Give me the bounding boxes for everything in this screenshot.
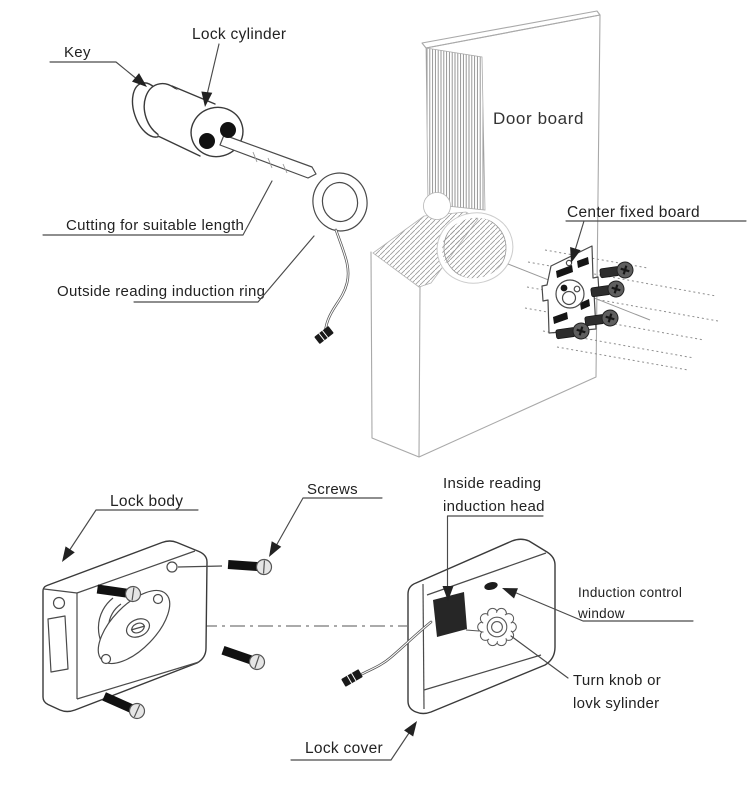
fixing-screws <box>555 261 634 340</box>
induction-head <box>433 592 467 637</box>
turn-knob-label-line1: Turn knob or <box>573 672 661 689</box>
induction-ring <box>312 172 368 344</box>
ring-inner <box>321 181 359 223</box>
screw <box>599 261 634 279</box>
lock-cylinder-arrowhead <box>201 91 213 107</box>
key-label: Key <box>64 44 91 61</box>
lock-cover-leader <box>290 729 412 761</box>
center-fixed-board-group <box>507 245 719 371</box>
inside-head-label-line2: induction head <box>443 498 545 515</box>
inside-head-leader <box>446 515 544 593</box>
outside-ring-leader <box>133 235 315 303</box>
plate-center-hole <box>561 290 577 306</box>
plate-pin-dot <box>560 284 568 292</box>
screw <box>227 558 273 576</box>
door-hole-hatch-disc <box>443 216 507 280</box>
plate-hole-top <box>152 593 164 605</box>
screws-label: Screws <box>307 481 358 498</box>
knob-center <box>491 621 503 633</box>
center-fixed-board-label: Center fixed board <box>567 204 700 221</box>
door-outline <box>370 10 601 458</box>
outside-ring-label: Outside reading induction ring <box>57 283 265 300</box>
body-screw-hole <box>166 561 178 573</box>
induction-window-leader <box>513 591 694 622</box>
ring-wire-highlight <box>324 229 349 332</box>
key-assembly <box>131 82 317 179</box>
plate-slots <box>553 257 590 324</box>
lock-cover <box>341 538 556 715</box>
screw <box>221 646 266 671</box>
door-board-label: Door board <box>493 109 584 128</box>
key-arrowhead <box>131 73 147 87</box>
induction-window-label-line2: window <box>577 606 625 621</box>
lock-body-label: Lock body <box>110 493 183 510</box>
plate-hole-bottom <box>100 653 112 665</box>
cylinder-pin-upper <box>220 122 236 138</box>
head-knob-link-line <box>465 629 480 632</box>
annotations: Key Lock cylinder Cutting for suitable l… <box>42 26 747 761</box>
door-edge-hatch <box>425 47 486 211</box>
screw <box>584 309 619 327</box>
cover-wire-highlight <box>361 621 432 675</box>
ring-wire <box>323 228 350 333</box>
door-hole-white-ring <box>437 212 513 284</box>
induction-window-arrowhead <box>502 588 518 599</box>
cylinder-body-bottom-edge <box>157 135 201 157</box>
key-leader <box>49 61 139 81</box>
lock-body-leader <box>68 509 199 552</box>
lock-cover-arrowhead <box>404 721 417 737</box>
lock-body <box>42 540 407 720</box>
door-hole-outline <box>436 212 514 284</box>
cutting-length-label: Cutting for suitable length <box>66 217 244 234</box>
inside-head-label-line1: Inside reading <box>443 475 541 492</box>
ring-wire-connector <box>314 326 334 344</box>
induction-control-window-shape <box>484 581 498 591</box>
lock-cover-label: Lock cover <box>305 740 383 757</box>
plate-top-hole <box>565 259 573 267</box>
key-blade-cut-marks <box>252 151 288 174</box>
screw-guide-line <box>177 565 223 568</box>
screw <box>590 280 625 298</box>
knob-ring <box>486 616 508 638</box>
latch-window <box>47 615 69 673</box>
latch-pin-hole <box>52 596 66 610</box>
screw <box>555 322 590 340</box>
lock-cylinder-leader <box>205 43 220 100</box>
door-notch-bite <box>423 192 451 220</box>
key-blade <box>219 134 317 179</box>
turn-knob-label-line2: lovk sylinder <box>573 695 659 712</box>
inside-head-arrowhead <box>442 586 454 601</box>
cylinder-pin-lower <box>199 133 215 149</box>
lock-cylinder-label: Lock cylinder <box>192 26 286 43</box>
screw <box>96 584 142 603</box>
lock-body-arrowhead <box>62 546 75 562</box>
body-screws <box>96 558 273 720</box>
turn-knob-leader <box>510 635 569 679</box>
screws-arrowhead <box>269 541 282 557</box>
induction-window-label-line1: Induction control <box>578 585 682 600</box>
cover-wire-connector <box>341 669 363 687</box>
turn-knob <box>477 607 517 647</box>
lock-body-inner-edges <box>43 550 200 700</box>
cutting-length-leader <box>42 180 273 236</box>
center-fixed-board-arrowhead <box>570 247 581 263</box>
plate-small-hole <box>573 285 581 293</box>
spindle-slot <box>130 625 146 631</box>
screw <box>102 692 146 720</box>
screws-leader <box>275 497 383 547</box>
door-board: Door board <box>370 10 601 458</box>
